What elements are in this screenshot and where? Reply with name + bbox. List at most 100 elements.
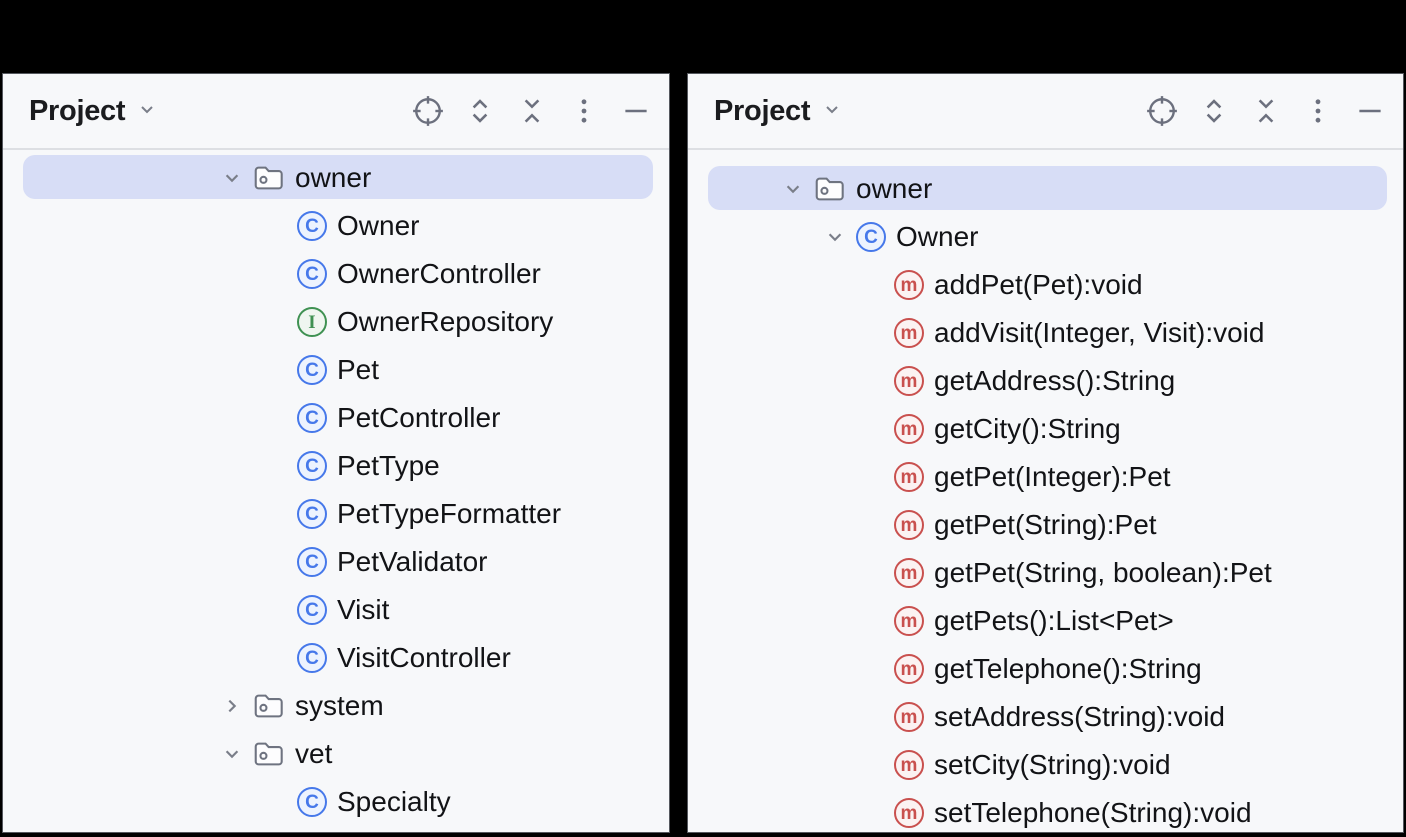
tree-row[interactable]: m getPet(String):Pet <box>688 501 1403 549</box>
chevron-down-icon[interactable] <box>776 172 810 206</box>
class-icon: C <box>297 259 327 289</box>
tree-row[interactable]: C Pet <box>3 346 669 394</box>
class-icon: C <box>297 595 327 625</box>
method-icon: m <box>894 318 924 348</box>
tree-item-label: Pet <box>337 354 380 385</box>
chevron-down-icon[interactable] <box>215 161 249 195</box>
method-icon: m <box>894 654 924 684</box>
class-icon: C <box>297 355 327 385</box>
kebab-menu-icon <box>1301 94 1335 128</box>
method-icon: m <box>894 270 924 300</box>
tree-item-label: getAddress():String <box>934 365 1176 396</box>
tree-row[interactable]: C Owner <box>688 213 1403 261</box>
hide-button[interactable] <box>1353 94 1387 128</box>
tree-row[interactable]: C PetController <box>3 394 669 442</box>
tree-row[interactable]: owner <box>688 165 1403 213</box>
tree-item-label: getPet(Integer):Pet <box>934 461 1171 492</box>
minimize-icon <box>1353 94 1387 128</box>
project-view-selector[interactable]: Project <box>29 95 159 128</box>
minimize-icon <box>619 94 653 128</box>
project-tool-window-right: Project <box>687 73 1404 833</box>
locate-file-button[interactable] <box>411 94 445 128</box>
tree-row[interactable]: vet <box>3 730 669 778</box>
expand-all-icon <box>463 94 497 128</box>
chevron-down-icon <box>820 97 844 126</box>
class-icon: C <box>297 643 327 673</box>
package-icon <box>814 175 846 203</box>
method-icon: m <box>894 414 924 444</box>
locate-file-button[interactable] <box>1145 94 1179 128</box>
kebab-menu-icon <box>567 94 601 128</box>
chevron-right-icon[interactable] <box>215 689 249 723</box>
more-options-button[interactable] <box>567 94 601 128</box>
tree-item-label: getPet(String):Pet <box>934 509 1157 540</box>
method-icon: m <box>894 750 924 780</box>
class-icon: C <box>297 787 327 817</box>
chevron-down-icon[interactable] <box>215 737 249 771</box>
project-view-selector[interactable]: Project <box>714 95 844 128</box>
tree-row[interactable]: owner <box>3 154 669 202</box>
more-options-button[interactable] <box>1301 94 1335 128</box>
method-icon: m <box>894 558 924 588</box>
tree-row[interactable]: m getTelephone():String <box>688 645 1403 693</box>
toolbar <box>411 94 653 128</box>
tree-row[interactable]: m addPet(Pet):void <box>688 261 1403 309</box>
tree-item-label: Specialty <box>337 786 451 817</box>
expand-all-button[interactable] <box>463 94 497 128</box>
tree-item-label: Owner <box>337 210 420 241</box>
tree-row[interactable]: C Specialty <box>3 778 669 826</box>
tree-item-label: owner <box>856 173 933 204</box>
tree-item-label: VisitController <box>337 642 511 673</box>
tree-item-label: vet <box>295 738 333 769</box>
project-tool-window-left: Project <box>2 73 670 833</box>
tree-item-label: Owner <box>896 221 979 252</box>
select-opened-file-icon <box>1145 94 1179 128</box>
tree-row[interactable]: C PetType <box>3 442 669 490</box>
chevron-down-icon[interactable] <box>818 220 852 254</box>
tree-item-label: PetTypeFormatter <box>337 498 562 529</box>
method-icon: m <box>894 510 924 540</box>
package-icon <box>253 740 285 768</box>
tree-item-label: addPet(Pet):void <box>934 269 1143 300</box>
method-icon: m <box>894 798 924 828</box>
class-icon: C <box>297 403 327 433</box>
class-icon: C <box>297 451 327 481</box>
expand-all-button[interactable] <box>1197 94 1231 128</box>
tree-item-label: owner <box>295 162 372 193</box>
collapse-all-button[interactable] <box>1249 94 1283 128</box>
tree-row[interactable]: C PetValidator <box>3 538 669 586</box>
tree-item-label: Visit <box>337 594 390 625</box>
class-icon: C <box>856 222 886 252</box>
tree-row[interactable]: system <box>3 682 669 730</box>
hide-button[interactable] <box>619 94 653 128</box>
tree-row[interactable]: m setAddress(String):void <box>688 693 1403 741</box>
class-icon: C <box>297 499 327 529</box>
class-icon: C <box>297 547 327 577</box>
tree-item-label: PetValidator <box>337 546 488 577</box>
method-icon: m <box>894 366 924 396</box>
tree-row[interactable]: C VisitController <box>3 634 669 682</box>
collapse-all-icon <box>515 94 549 128</box>
tree-item-label: getTelephone():String <box>934 653 1202 684</box>
collapse-all-icon <box>1249 94 1283 128</box>
method-icon: m <box>894 702 924 732</box>
collapse-all-button[interactable] <box>515 94 549 128</box>
tree-item-label: PetType <box>337 450 440 481</box>
tree-item-label: OwnerRepository <box>337 306 554 337</box>
tree-row[interactable]: m getAddress():String <box>688 357 1403 405</box>
tree-item-label: PetController <box>337 402 501 433</box>
tree-row[interactable]: C Visit <box>3 586 669 634</box>
tree-row[interactable]: C PetTypeFormatter <box>3 490 669 538</box>
tree-item-label: setAddress(String):void <box>934 701 1226 732</box>
